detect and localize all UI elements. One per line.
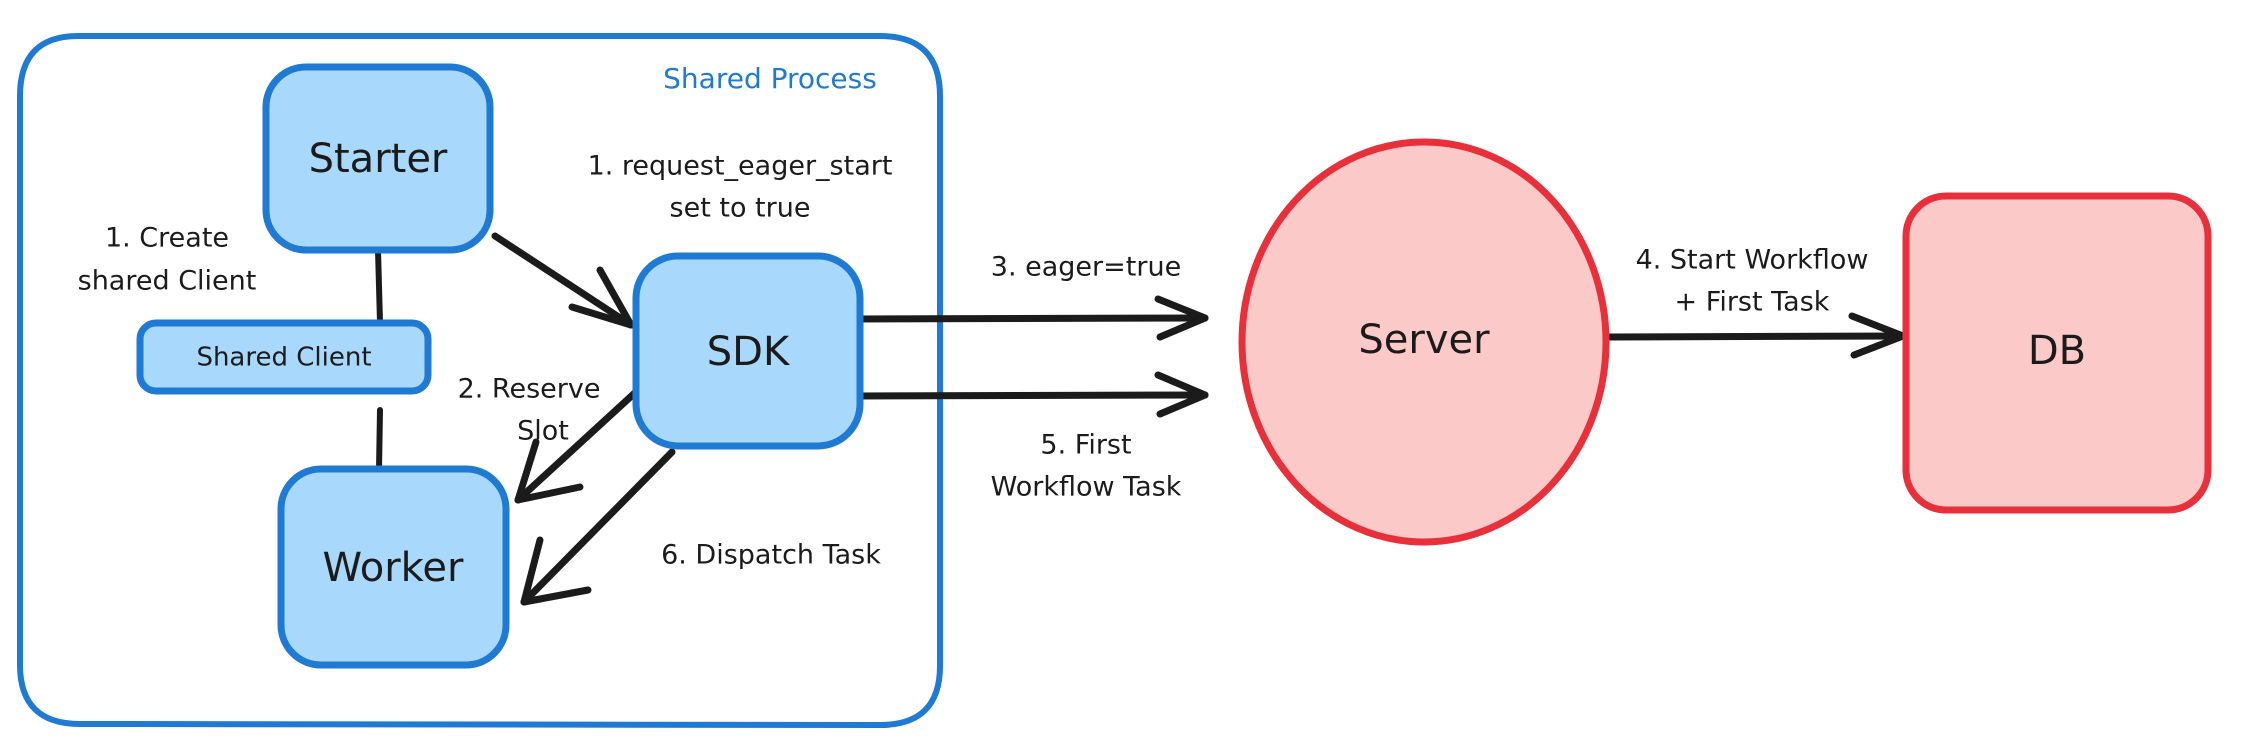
arrowhead-wing-a (520, 586, 592, 606)
node-sdk-label: SDK (707, 329, 791, 375)
arrowhead-wing-b (1850, 332, 1907, 359)
edge-label-line2: shared Client (78, 266, 257, 297)
node-worker[interactable]: Worker (277, 465, 510, 669)
edge-label-step1-create: 1. Create shared Client (78, 223, 257, 297)
edge-label-step2-reserve: 2. Reserve Slot (458, 374, 601, 447)
edge-sdk-server-eager (854, 295, 1209, 341)
arrowhead-wing-a (1154, 295, 1209, 322)
arrowhead-wing-b (1156, 314, 1209, 341)
arrowhead-wing-b (514, 438, 540, 504)
edge-line (491, 232, 635, 329)
node-db-shape (1902, 192, 2212, 514)
arrowhead-wing-a (514, 483, 584, 504)
edge-starter-shared-client (375, 247, 383, 325)
node-server-shape (1238, 138, 1610, 546)
edge-label-line2: Workflow Task (991, 472, 1182, 503)
edge-label-line2: Slot (517, 416, 569, 447)
edge-label-step1-eager: 1. request_eager_start set to true (588, 151, 893, 224)
edge-sdk-worker-dispatch (520, 448, 676, 606)
shared-process-border (17, 33, 943, 728)
arrowhead-wing-a (568, 303, 635, 329)
node-db[interactable]: DB (1902, 192, 2212, 514)
edge-label-line1: 3. eager=true (991, 252, 1181, 283)
edge-line (854, 391, 1209, 400)
node-worker-shape (277, 465, 510, 669)
arrowhead-wing-b (520, 536, 544, 606)
edge-label-step4-start-workflow: 4. Start Workflow + First Task (1636, 245, 1869, 318)
edge-starter-sdk (491, 232, 635, 329)
node-shared-client-shape (136, 319, 432, 395)
edge-server-db (1606, 312, 1907, 359)
edge-line (1606, 332, 1907, 341)
edge-label-line1: 2. Reserve (458, 374, 601, 405)
edge-label-line1: 1. request_eager_start (588, 151, 893, 182)
node-sdk[interactable]: SDK (632, 252, 864, 450)
edge-label-step5-first-workflow-task: 5. First Workflow Task (991, 430, 1182, 503)
shared-process-group[interactable]: Shared Process (17, 33, 943, 728)
node-worker-label: Worker (323, 545, 464, 591)
shared-process-label: Shared Process (663, 62, 877, 95)
edge-shared-client-worker (376, 407, 383, 473)
node-shared-client-label: Shared Client (196, 343, 371, 373)
arrowhead-wing-a (1848, 312, 1907, 340)
edge-label-line2: set to true (670, 193, 811, 224)
edge-label-step6-dispatch-task: 6. Dispatch Task (661, 540, 881, 571)
arrowhead-wing-b (1156, 391, 1209, 418)
edge-label-line1: 1. Create (105, 223, 229, 254)
arrowhead-wing-a (1154, 371, 1209, 399)
node-server-label: Server (1358, 317, 1490, 363)
node-sdk-shape (632, 252, 864, 450)
edge-line (375, 247, 383, 325)
arrowhead-wing-b (596, 266, 635, 329)
edge-label-line1: 5. First (1040, 430, 1131, 461)
edge-label-line2: + First Task (1675, 287, 1830, 318)
edge-label-line1: 4. Start Workflow (1636, 245, 1869, 276)
edge-line (854, 314, 1209, 323)
node-starter-label: Starter (309, 136, 448, 182)
edge-sdk-server-first-task (854, 371, 1209, 418)
edge-label-line1: 6. Dispatch Task (661, 540, 881, 571)
edge-label-step3-eager-true: 3. eager=true (991, 252, 1181, 283)
edge-line (514, 386, 642, 504)
node-starter-shape (262, 63, 494, 254)
node-server[interactable]: Server (1238, 138, 1610, 546)
edge-line (520, 448, 676, 606)
node-shared-client[interactable]: Shared Client (136, 319, 432, 395)
node-db-label: DB (2028, 328, 2086, 374)
edge-line (376, 407, 383, 473)
node-starter[interactable]: Starter (262, 63, 494, 254)
edge-sdk-worker-reserve (514, 386, 642, 504)
